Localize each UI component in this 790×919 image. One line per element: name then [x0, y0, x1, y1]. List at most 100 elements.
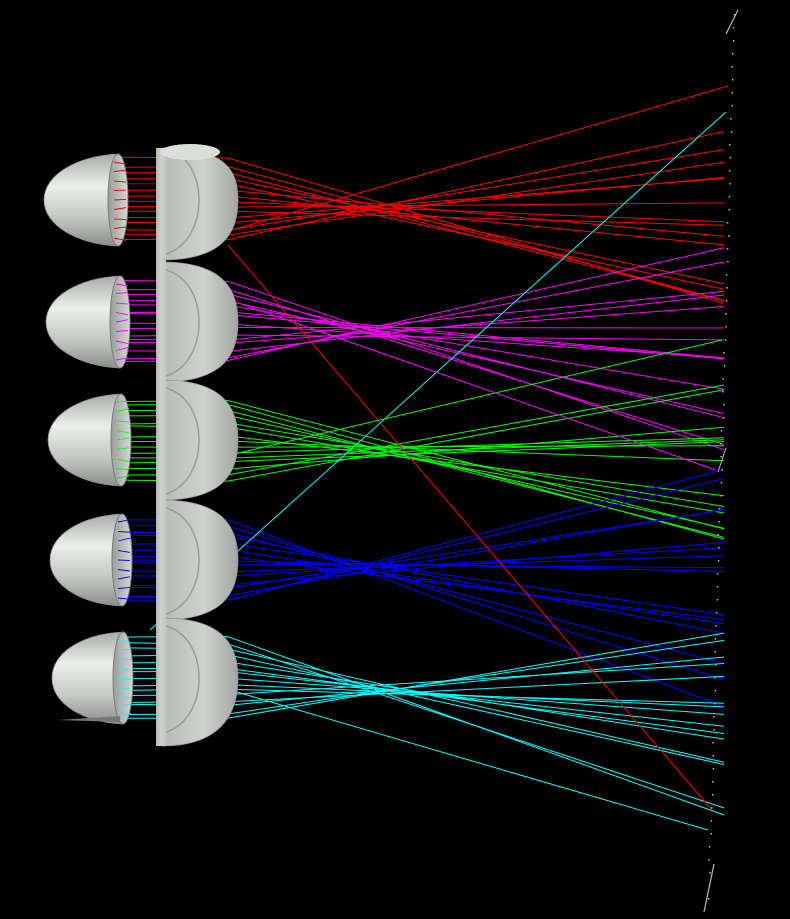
- detector-point: [718, 508, 721, 510]
- cyan-channel-ray: [227, 632, 725, 719]
- cone-lens-face: [110, 393, 132, 487]
- detector-point: [725, 274, 728, 276]
- detector-point: [715, 664, 717, 666]
- stray-ray: [229, 689, 709, 831]
- face-ray: [117, 559, 131, 561]
- face-ray: [115, 302, 129, 305]
- detector-point: [710, 820, 712, 822]
- green-channel-ray: [227, 414, 725, 529]
- detector-point: [712, 794, 714, 796]
- red-channel-ray: [227, 202, 725, 208]
- face-ray: [113, 218, 127, 220]
- red-channel-ray: [227, 161, 725, 236]
- detector-point: [726, 222, 729, 224]
- green-channel-ray: [227, 384, 725, 476]
- plano-convex-lens-plate: [156, 144, 239, 747]
- magenta-channel-ray: [227, 323, 725, 359]
- red-channel-ray: [227, 189, 725, 237]
- face-ray: [115, 283, 129, 287]
- cone-lens-1: [43, 153, 129, 247]
- blue-channel-ray: [227, 547, 725, 577]
- detector-point: [714, 638, 717, 640]
- detector-point: [723, 365, 726, 367]
- detector-point: [720, 495, 723, 497]
- detector-point: [708, 859, 710, 861]
- blue-channel-ray: [227, 543, 725, 616]
- cyan-channel-ray: [227, 648, 725, 763]
- stray-rays: [149, 85, 729, 831]
- detector-point: [724, 339, 727, 341]
- face-ray: [113, 169, 127, 172]
- detector-point: [716, 573, 719, 575]
- green-channel-ray: [227, 422, 725, 507]
- detector-point: [726, 248, 729, 250]
- face-ray: [115, 340, 129, 344]
- cone-lens-base: [58, 716, 120, 722]
- red-channel-ray: [227, 176, 725, 224]
- face-ray: [117, 531, 131, 533]
- green-channel-ray: [227, 426, 725, 470]
- detector-point: [717, 560, 720, 562]
- detector-point: [713, 716, 715, 718]
- green-channel-ray: [227, 445, 725, 448]
- cyan-channel-ray: [227, 654, 725, 765]
- detector-point: [729, 157, 732, 159]
- face-ray: [116, 430, 130, 434]
- detector-point: [728, 196, 731, 198]
- magenta-channel-ray: [227, 247, 725, 361]
- blue-channel-ray: [227, 555, 725, 621]
- blue-channel-ray: [227, 563, 725, 569]
- lens-plate-flat: [156, 148, 166, 746]
- face-ray: [116, 408, 130, 412]
- face-ray: [116, 458, 130, 463]
- detector-plane: [703, 9, 739, 913]
- blue-channel-ray: [227, 509, 725, 589]
- blue-channel-ray: [227, 541, 725, 586]
- magenta-channel-ray: [227, 280, 725, 451]
- stray-ray: [231, 85, 729, 231]
- face-ray: [117, 597, 131, 600]
- detector-point: [715, 625, 717, 627]
- magenta-channel-ray: [227, 293, 725, 419]
- cyan-channel-ray: [227, 639, 725, 715]
- detector-point: [712, 768, 715, 770]
- detector-point: [722, 378, 724, 380]
- face-ray: [115, 319, 129, 323]
- lens-dome: [161, 617, 239, 747]
- detector-point: [728, 209, 731, 211]
- face-ray: [116, 400, 130, 403]
- detector-point: [722, 391, 724, 393]
- blue-channel-ray: [227, 508, 725, 597]
- face-ray: [115, 292, 129, 294]
- face-ray: [113, 207, 127, 210]
- blue-channel-ray: [227, 531, 725, 664]
- cone-lens-3: [47, 393, 132, 487]
- cyan-channel-ray: [227, 688, 725, 704]
- blue-channel-ray: [227, 478, 725, 601]
- detector-point: [715, 612, 718, 614]
- detector-point: [709, 872, 711, 874]
- red-channel-ray: [227, 195, 725, 246]
- detector-point: [731, 105, 734, 107]
- red-channel-ray: [227, 166, 725, 301]
- detector-point: [712, 781, 714, 783]
- detector-point: [728, 170, 731, 172]
- face-ray: [118, 687, 132, 690]
- detector-point: [716, 586, 719, 588]
- detector-point: [710, 833, 712, 835]
- lens-dome: [161, 261, 239, 383]
- cone-lens-2: [45, 275, 131, 369]
- detector-point: [731, 131, 733, 133]
- stray-ray: [229, 299, 717, 471]
- detector-point: [721, 469, 723, 471]
- detector-point: [732, 53, 734, 55]
- magenta-channel-ray: [227, 311, 725, 359]
- face-ray: [113, 198, 127, 201]
- red-channel-ray: [227, 131, 725, 241]
- detector-edge-mid: [717, 447, 727, 473]
- detector-point: [718, 547, 720, 549]
- face-ray: [117, 519, 131, 523]
- face-ray: [118, 668, 132, 671]
